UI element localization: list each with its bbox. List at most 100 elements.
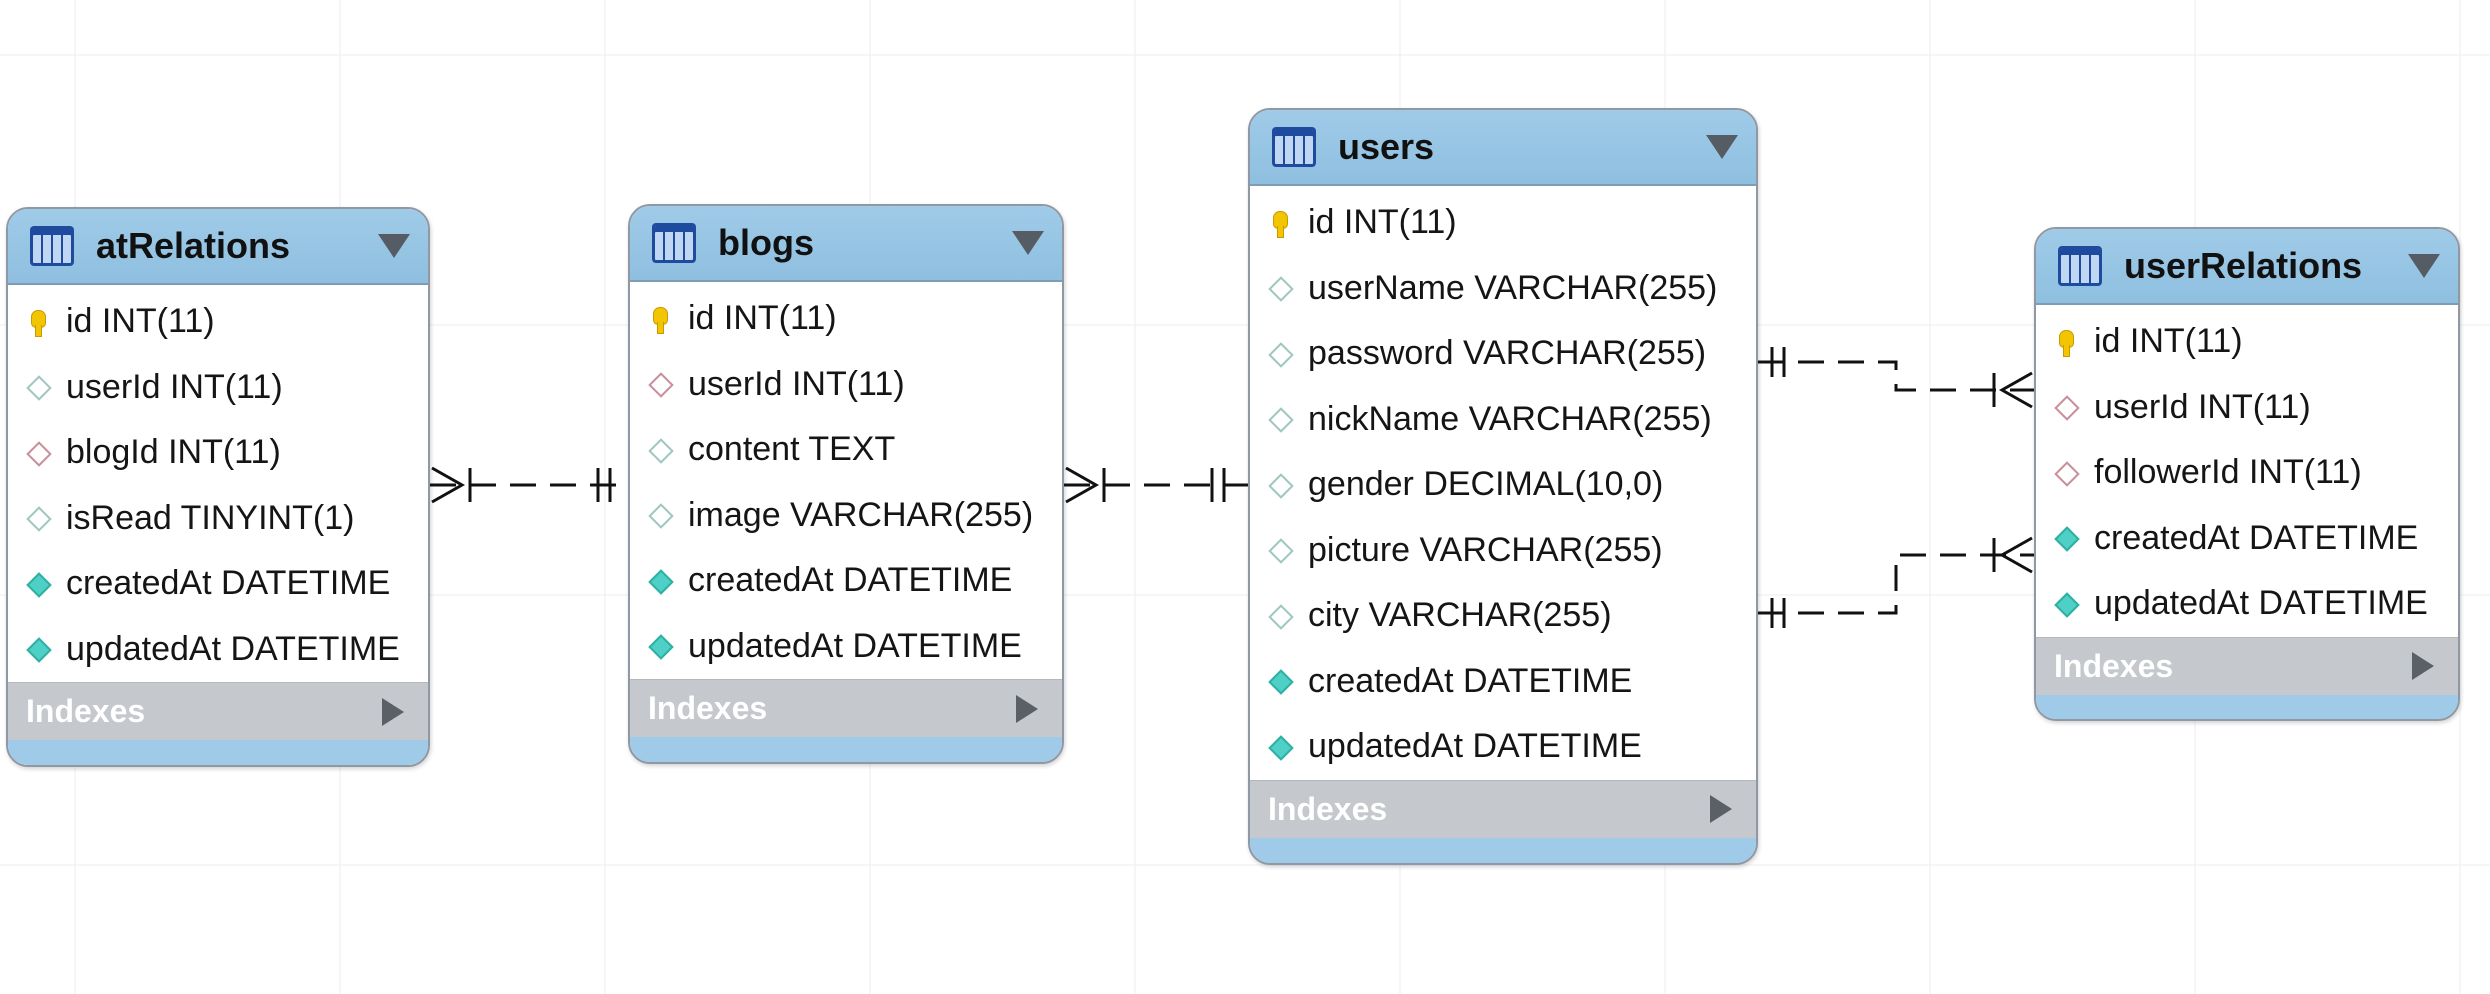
filled-diamond-icon: [26, 572, 50, 596]
column-diamond-icon: [1268, 538, 1292, 562]
collapse-arrow-icon[interactable]: [2408, 254, 2440, 278]
expand-arrow-icon[interactable]: [1710, 795, 1732, 823]
table-header[interactable]: atRelations: [8, 209, 428, 285]
column-row[interactable]: isRead TINYINT(1): [8, 486, 428, 552]
table-header[interactable]: users: [1250, 110, 1756, 186]
expand-arrow-icon[interactable]: [2412, 652, 2434, 680]
column-row[interactable]: createdAt DATETIME: [2036, 506, 2458, 572]
column-row[interactable]: password VARCHAR(255): [1250, 321, 1756, 387]
filled-diamond-icon: [2054, 526, 2078, 550]
table-name: blogs: [718, 222, 814, 263]
table-atRelations[interactable]: atRelations id INT(11) userId INT(11) bl…: [6, 207, 430, 767]
column-label: updatedAt DATETIME: [2094, 584, 2428, 623]
column-row[interactable]: city VARCHAR(255): [1250, 583, 1756, 649]
column-row[interactable]: id INT(11): [2036, 309, 2458, 375]
table-icon: [1272, 127, 1316, 167]
primary-key-icon: [1268, 210, 1292, 238]
column-label: id INT(11): [2094, 322, 2243, 361]
table-name: atRelations: [96, 225, 291, 266]
table-blogs[interactable]: blogs id INT(11) userId INT(11) content …: [628, 204, 1064, 764]
table-icon: [652, 223, 696, 263]
column-row[interactable]: updatedAt DATETIME: [1250, 714, 1756, 780]
foreign-key-diamond-icon: [648, 372, 672, 396]
column-label: createdAt DATETIME: [688, 561, 1013, 600]
column-row[interactable]: userId INT(11): [2036, 375, 2458, 441]
column-row[interactable]: picture VARCHAR(255): [1250, 518, 1756, 584]
column-row[interactable]: blogId INT(11): [8, 420, 428, 486]
column-row[interactable]: content TEXT: [630, 417, 1062, 483]
column-diamond-icon: [648, 503, 672, 527]
collapse-arrow-icon[interactable]: [378, 234, 410, 258]
column-label: password VARCHAR(255): [1308, 334, 1707, 373]
filled-diamond-icon: [648, 634, 672, 658]
column-label: userId INT(11): [688, 364, 905, 403]
column-label: id INT(11): [688, 299, 837, 338]
column-label: nickName VARCHAR(255): [1308, 399, 1712, 438]
column-row[interactable]: updatedAt DATETIME: [630, 614, 1062, 680]
column-row[interactable]: id INT(11): [1250, 190, 1756, 256]
column-label: id INT(11): [1308, 203, 1457, 242]
column-row[interactable]: nickName VARCHAR(255): [1250, 387, 1756, 453]
expand-arrow-icon[interactable]: [382, 697, 404, 726]
column-label: updatedAt DATETIME: [1308, 727, 1642, 766]
primary-key-icon: [2054, 329, 2078, 357]
column-label: image VARCHAR(255): [688, 495, 1034, 534]
column-row[interactable]: image VARCHAR(255): [630, 483, 1062, 549]
column-row[interactable]: id INT(11): [630, 286, 1062, 352]
table-name: userRelations: [2124, 245, 2363, 286]
column-row[interactable]: userId INT(11): [630, 352, 1062, 418]
expand-arrow-icon[interactable]: [1016, 694, 1038, 723]
column-diamond-icon: [1268, 407, 1292, 431]
table-footer: [2036, 694, 2458, 719]
column-label: updatedAt DATETIME: [66, 629, 400, 668]
column-row[interactable]: createdAt DATETIME: [1250, 649, 1756, 715]
column-row[interactable]: updatedAt DATETIME: [8, 617, 428, 683]
filled-diamond-icon: [648, 569, 672, 593]
table-icon: [2058, 246, 2102, 286]
column-label: picture VARCHAR(255): [1308, 530, 1663, 569]
column-row[interactable]: userName VARCHAR(255): [1250, 256, 1756, 322]
column-list: id INT(11) userId INT(11) content TEXT i…: [630, 282, 1062, 679]
filled-diamond-icon: [2054, 592, 2078, 616]
filled-diamond-icon: [26, 637, 50, 661]
column-list: id INT(11) userName VARCHAR(255) passwor…: [1250, 186, 1756, 780]
column-diamond-icon: [648, 438, 672, 462]
table-header[interactable]: userRelations: [2036, 229, 2458, 305]
collapse-arrow-icon[interactable]: [1012, 231, 1044, 255]
foreign-key-diamond-icon: [2054, 395, 2078, 419]
column-row[interactable]: userId INT(11): [8, 355, 428, 421]
column-label: userId INT(11): [2094, 387, 2311, 426]
column-row[interactable]: updatedAt DATETIME: [2036, 571, 2458, 637]
column-label: isRead TINYINT(1): [66, 498, 355, 537]
indexes-section[interactable]: Indexes: [1250, 779, 1756, 838]
collapse-arrow-icon[interactable]: [1706, 135, 1738, 159]
column-list: id INT(11) userId INT(11) followerId INT…: [2036, 305, 2458, 637]
column-diamond-icon: [1268, 276, 1292, 300]
indexes-label: Indexes: [1268, 790, 1388, 827]
column-row[interactable]: id INT(11): [8, 289, 428, 355]
column-label: followerId INT(11): [2094, 453, 2362, 492]
table-users[interactable]: users id INT(11) userName VARCHAR(255) p…: [1248, 108, 1758, 865]
column-row[interactable]: followerId INT(11): [2036, 440, 2458, 506]
column-diamond-icon: [1268, 473, 1292, 497]
indexes-section[interactable]: Indexes: [2036, 636, 2458, 695]
column-row[interactable]: gender DECIMAL(10,0): [1250, 452, 1756, 518]
column-diamond-icon: [26, 506, 50, 530]
indexes-label: Indexes: [2054, 647, 2174, 684]
table-header[interactable]: blogs: [630, 206, 1062, 282]
column-row[interactable]: createdAt DATETIME: [630, 548, 1062, 614]
column-label: updatedAt DATETIME: [688, 626, 1022, 665]
column-label: content TEXT: [688, 430, 896, 469]
filled-diamond-icon: [1268, 669, 1292, 693]
filled-diamond-icon: [1268, 735, 1292, 759]
column-row[interactable]: createdAt DATETIME: [8, 551, 428, 617]
table-userRelations[interactable]: userRelations id INT(11) userId INT(11) …: [2034, 227, 2460, 721]
indexes-section[interactable]: Indexes: [8, 682, 428, 740]
foreign-key-diamond-icon: [26, 441, 50, 465]
indexes-section[interactable]: Indexes: [630, 679, 1062, 737]
indexes-label: Indexes: [648, 690, 768, 726]
table-name: users: [1338, 126, 1435, 167]
column-list: id INT(11) userId INT(11) blogId INT(11)…: [8, 285, 428, 682]
column-label: createdAt DATETIME: [1308, 661, 1633, 700]
